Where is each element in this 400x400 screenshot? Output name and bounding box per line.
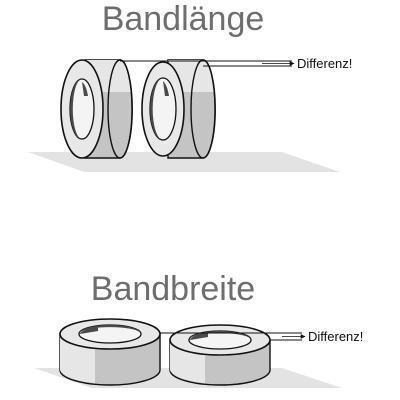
section-title-band-length: Bandlänge [102, 0, 265, 38]
tape-roll-thin [141, 59, 216, 159]
difference-label-bottom: Differenz! [308, 329, 363, 344]
section-title-band-width: Bandbreite [91, 270, 255, 308]
tape-roll-thick [60, 59, 133, 159]
tape-roll-narrow [169, 324, 271, 386]
difference-label-top: Differenz! [297, 56, 352, 71]
tape-roll-wide [59, 318, 161, 386]
